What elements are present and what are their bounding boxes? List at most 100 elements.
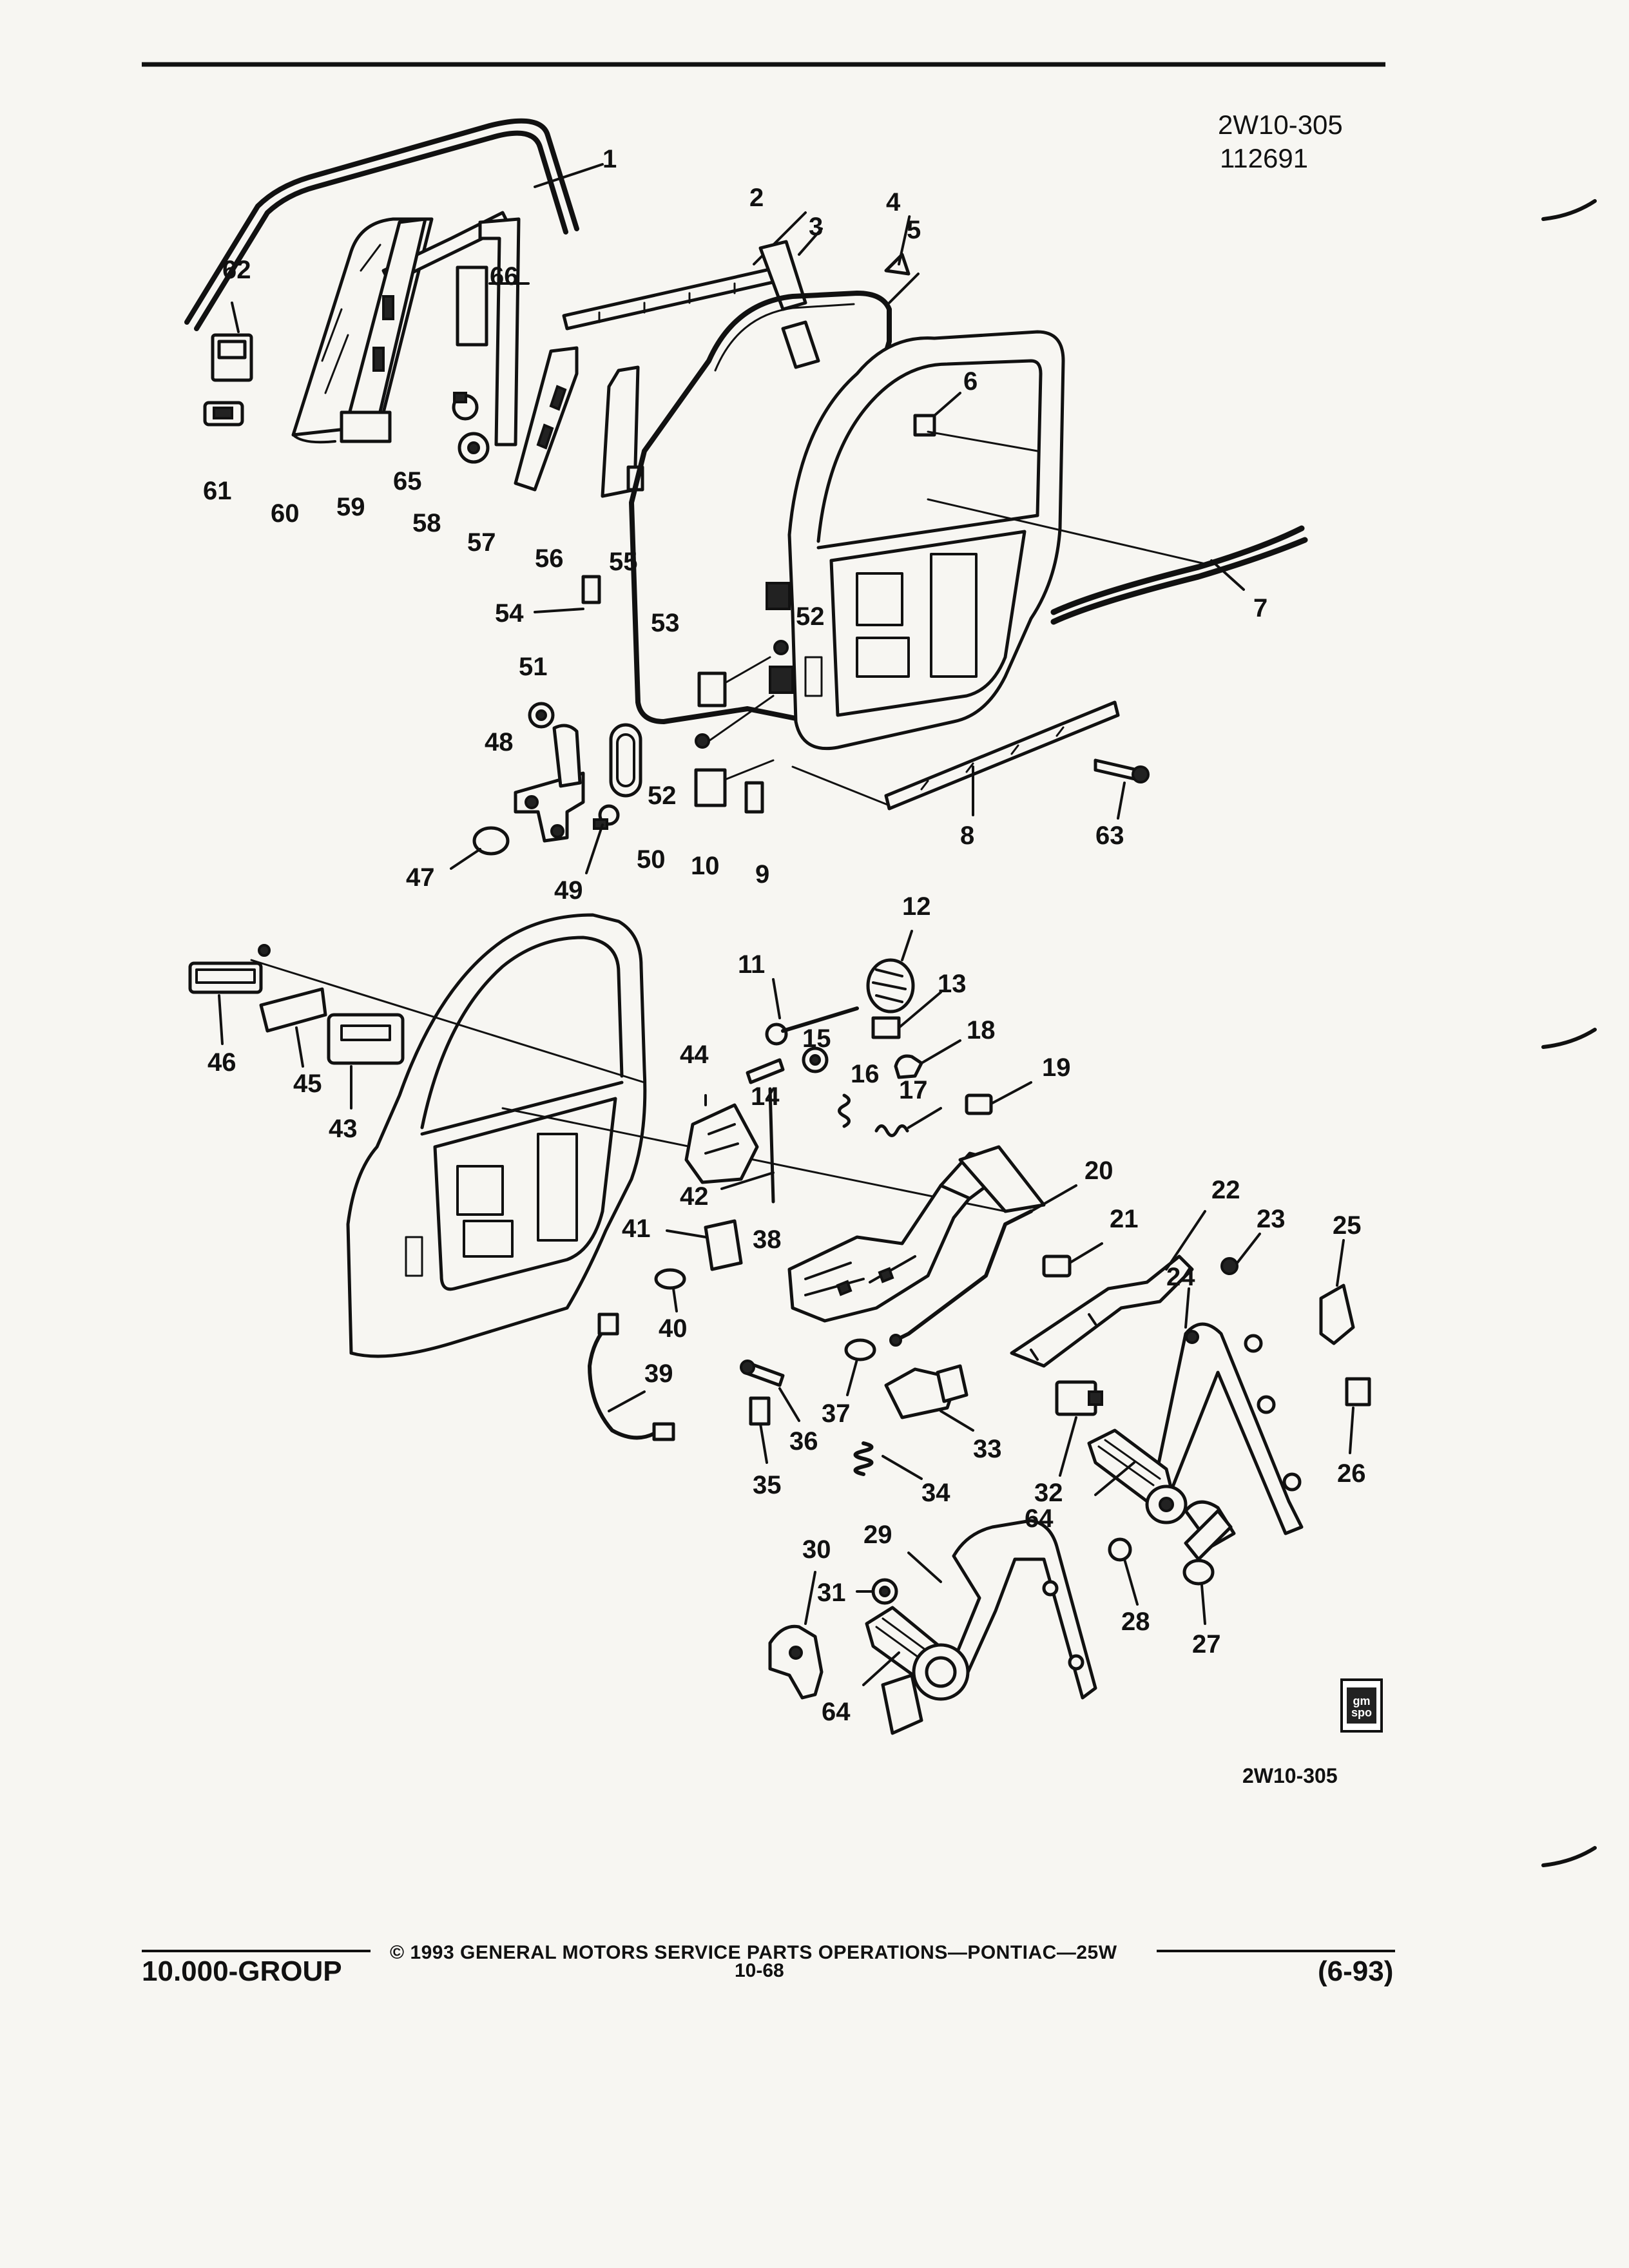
part-23-nut bbox=[1220, 1233, 1261, 1275]
callout-27: 27 bbox=[1192, 1630, 1221, 1658]
part-13-retainer bbox=[871, 991, 942, 1039]
callout-63: 63 bbox=[1095, 822, 1124, 850]
part-53-hinge-upper bbox=[697, 656, 771, 707]
callout-52b: 52 bbox=[796, 602, 825, 631]
part-19-bumper bbox=[965, 1081, 1032, 1115]
part-46-outside-handle bbox=[188, 944, 271, 1045]
group-label: 10.000-GROUP bbox=[142, 1956, 342, 1987]
part-39-cable bbox=[588, 1312, 675, 1441]
part-37-grommet bbox=[844, 1338, 876, 1396]
callout-26: 26 bbox=[1337, 1459, 1366, 1488]
part-54-clip bbox=[534, 575, 601, 613]
diagram-id: 2W10-305 bbox=[1218, 110, 1343, 140]
callout-4: 4 bbox=[886, 188, 901, 216]
diagram-id-bottom: 2W10-305 bbox=[1242, 1764, 1338, 1787]
callout-34: 34 bbox=[921, 1479, 950, 1507]
callout-labels: 1 2 3 4 5 6 7 8 9 10 11 12 13 14 15 16 1… bbox=[203, 145, 1366, 1726]
part-50-seal bbox=[609, 723, 642, 798]
callout-35: 35 bbox=[753, 1471, 782, 1499]
callout-57: 57 bbox=[467, 528, 496, 557]
callout-19: 19 bbox=[1042, 1053, 1071, 1082]
lower-door-shell bbox=[250, 913, 1007, 1358]
callout-2: 2 bbox=[749, 184, 764, 212]
part-48-lower-hinge-assembly bbox=[514, 724, 585, 843]
part-51-bushing bbox=[528, 702, 555, 729]
part-34-spring bbox=[853, 1441, 923, 1480]
callout-37: 37 bbox=[822, 1399, 851, 1428]
part-16-spring bbox=[838, 1093, 851, 1128]
callout-66: 66 bbox=[490, 262, 519, 291]
part-57-run-channel bbox=[514, 346, 579, 492]
part-20-rod bbox=[889, 1184, 1077, 1347]
callout-65: 65 bbox=[393, 467, 422, 495]
callout-23: 23 bbox=[1257, 1205, 1286, 1233]
part-35-clip bbox=[749, 1396, 771, 1464]
callout-32: 32 bbox=[1034, 1479, 1063, 1507]
margin-mark-3 bbox=[1541, 1846, 1597, 1867]
logo-text: gm spo bbox=[1351, 1695, 1372, 1719]
part-66-run-channel bbox=[456, 217, 530, 447]
callout-53: 53 bbox=[651, 609, 680, 637]
callout-60: 60 bbox=[271, 499, 300, 528]
part-15-clip bbox=[802, 1046, 829, 1073]
part-6-guide bbox=[913, 392, 1039, 452]
callout-10: 10 bbox=[691, 852, 720, 880]
part-4-corner-trim bbox=[884, 215, 911, 276]
part-56-channel-strip bbox=[601, 365, 640, 498]
part-17-spring bbox=[874, 1107, 942, 1137]
part-44-lock-actuator bbox=[684, 1094, 759, 1184]
part-10-hinge-lower bbox=[694, 759, 775, 807]
upper-door-shell bbox=[766, 330, 1065, 751]
part-22-support-bracket bbox=[1010, 1210, 1206, 1368]
callout-51: 51 bbox=[519, 653, 548, 681]
callout-44: 44 bbox=[680, 1041, 709, 1069]
part-24-window-regulator bbox=[1152, 1287, 1304, 1535]
part-7-glass-run-weatherstrip bbox=[927, 498, 1308, 625]
part-12-lock-cylinder bbox=[866, 930, 915, 1014]
callout-33: 33 bbox=[973, 1435, 1002, 1463]
callout-64: 64 bbox=[1025, 1504, 1054, 1533]
callout-50: 50 bbox=[637, 845, 666, 874]
part-42-rod bbox=[720, 1087, 775, 1204]
part-64-regulator-motor-upper bbox=[1087, 1428, 1188, 1524]
callout-41: 41 bbox=[622, 1215, 651, 1243]
margin-mark-2 bbox=[1541, 1028, 1597, 1049]
part-1-frame-molding bbox=[184, 118, 604, 331]
callout-13: 13 bbox=[938, 970, 967, 998]
callout-12: 12 bbox=[902, 892, 931, 921]
part-64-regulator-motor-lower bbox=[862, 1606, 970, 1735]
callout-42: 42 bbox=[680, 1182, 709, 1211]
callout-25: 25 bbox=[1333, 1211, 1362, 1240]
callout-30: 30 bbox=[802, 1535, 831, 1564]
part-14-rod-end bbox=[746, 1058, 785, 1084]
gm-spo-logo: gm spo bbox=[1340, 1678, 1383, 1733]
callout-29: 29 bbox=[863, 1521, 892, 1549]
callout-43: 43 bbox=[329, 1115, 358, 1143]
part-36-bolt bbox=[740, 1360, 800, 1422]
part-41-latch-piece bbox=[666, 1219, 743, 1271]
callout-17: 17 bbox=[899, 1076, 928, 1104]
callout-14: 14 bbox=[751, 1082, 780, 1111]
callout-7: 7 bbox=[1253, 594, 1268, 622]
margin-mark-1 bbox=[1541, 199, 1597, 221]
part-59-glass-sash bbox=[340, 211, 511, 443]
part-31-nut bbox=[856, 1578, 898, 1605]
callout-46: 46 bbox=[207, 1048, 236, 1077]
part-47-cap bbox=[450, 826, 510, 870]
part-63-screw bbox=[1094, 758, 1150, 820]
part-62-bracket bbox=[211, 302, 253, 382]
callout-64b: 64 bbox=[822, 1698, 851, 1726]
part-26-clip bbox=[1345, 1377, 1371, 1454]
callout-48: 48 bbox=[485, 728, 514, 756]
part-8-sill-molding bbox=[791, 700, 1120, 816]
callout-18: 18 bbox=[967, 1016, 996, 1044]
part-30-motor-cover bbox=[768, 1571, 824, 1700]
part-65-bolt bbox=[452, 392, 479, 421]
part-43-handle-bezel bbox=[327, 1013, 405, 1110]
page-number: 10-68 bbox=[735, 1960, 784, 1981]
copyright-notice: © 1993 GENERAL MOTORS SERVICE PARTS OPER… bbox=[390, 1942, 1117, 1963]
part-11-lock-rod bbox=[765, 978, 859, 1046]
callout-11: 11 bbox=[738, 950, 765, 979]
part-40-grommet bbox=[654, 1268, 686, 1312]
